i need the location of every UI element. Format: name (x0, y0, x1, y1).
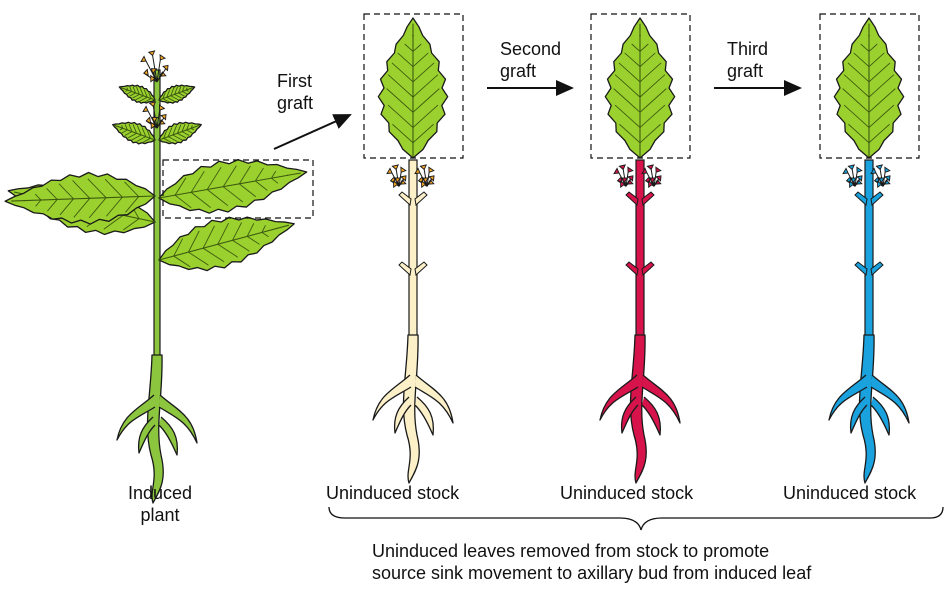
label-third-graft: Third graft (727, 38, 768, 82)
bud (626, 167, 633, 174)
leaf-vein (287, 175, 288, 176)
bud (161, 113, 168, 120)
bud (158, 55, 165, 62)
stock-1-roots (373, 335, 453, 483)
induced-leaf-upper-right (155, 147, 312, 224)
stock-stem (865, 160, 873, 340)
label-first-graft: First graft (277, 70, 313, 114)
stock-1-stem-group (399, 160, 427, 340)
lateral-root (642, 397, 660, 435)
bud (427, 167, 434, 174)
stock-stem (409, 160, 417, 340)
stock-1-grafted-leaf (378, 18, 447, 158)
leaf-vein (640, 36, 641, 37)
stock-2-stem-group (626, 160, 654, 340)
lateral-root (415, 397, 433, 435)
induced-leaf-small-left (109, 115, 158, 149)
label-induced-plant: Induced plant (105, 482, 215, 526)
label-second-graft: Second graft (500, 38, 561, 82)
lateral-root (871, 397, 889, 435)
induced-leaf-small-right (156, 115, 205, 149)
stock-3-roots (829, 335, 909, 483)
stock-3-stem-group (855, 160, 883, 340)
lateral-root (159, 395, 197, 443)
bud (876, 165, 883, 170)
lateral-root (642, 375, 680, 423)
lateral-root (159, 417, 177, 455)
stock-3-buds-right (871, 165, 892, 187)
label-stock-3: Uninduced stock (783, 482, 916, 504)
leaf-vein (413, 36, 414, 37)
bud (163, 63, 170, 70)
label-stock-2: Uninduced stock (560, 482, 693, 504)
bud (146, 117, 151, 124)
induced-leaf-lower-right (153, 200, 301, 284)
induced-roots (117, 355, 197, 503)
bud (399, 167, 406, 174)
caption: Uninduced leaves removed from stock to p… (372, 540, 811, 584)
lateral-root (871, 375, 909, 423)
stock-2-buds-left (614, 165, 635, 187)
stock-3-grafted-leaf (834, 18, 903, 158)
stock-2-grafted-leaf (605, 18, 674, 158)
bud (143, 70, 148, 77)
stock-1-buds-right (415, 165, 436, 187)
label-stock-1: Uninduced stock (326, 482, 459, 504)
leaf-vein (869, 36, 870, 37)
bud (149, 51, 156, 56)
stock-2-roots (600, 335, 680, 483)
stock-2-buds-right (642, 165, 663, 187)
bud (420, 165, 427, 170)
bud (647, 165, 654, 170)
brace (329, 507, 943, 530)
leaf-vein (277, 228, 278, 229)
lateral-root (415, 375, 453, 423)
stock-stem (636, 160, 644, 340)
bud (883, 167, 890, 174)
arrow-first-graft (274, 115, 350, 149)
bud (619, 165, 626, 170)
bud (392, 165, 399, 170)
bud (848, 165, 855, 170)
leaf-vein (24, 200, 25, 201)
bud (855, 167, 862, 174)
induced-leaf-top-right (156, 79, 197, 108)
stock-3-buds-left (843, 165, 864, 187)
bud (654, 167, 661, 174)
stock-1-buds-left (387, 165, 408, 187)
